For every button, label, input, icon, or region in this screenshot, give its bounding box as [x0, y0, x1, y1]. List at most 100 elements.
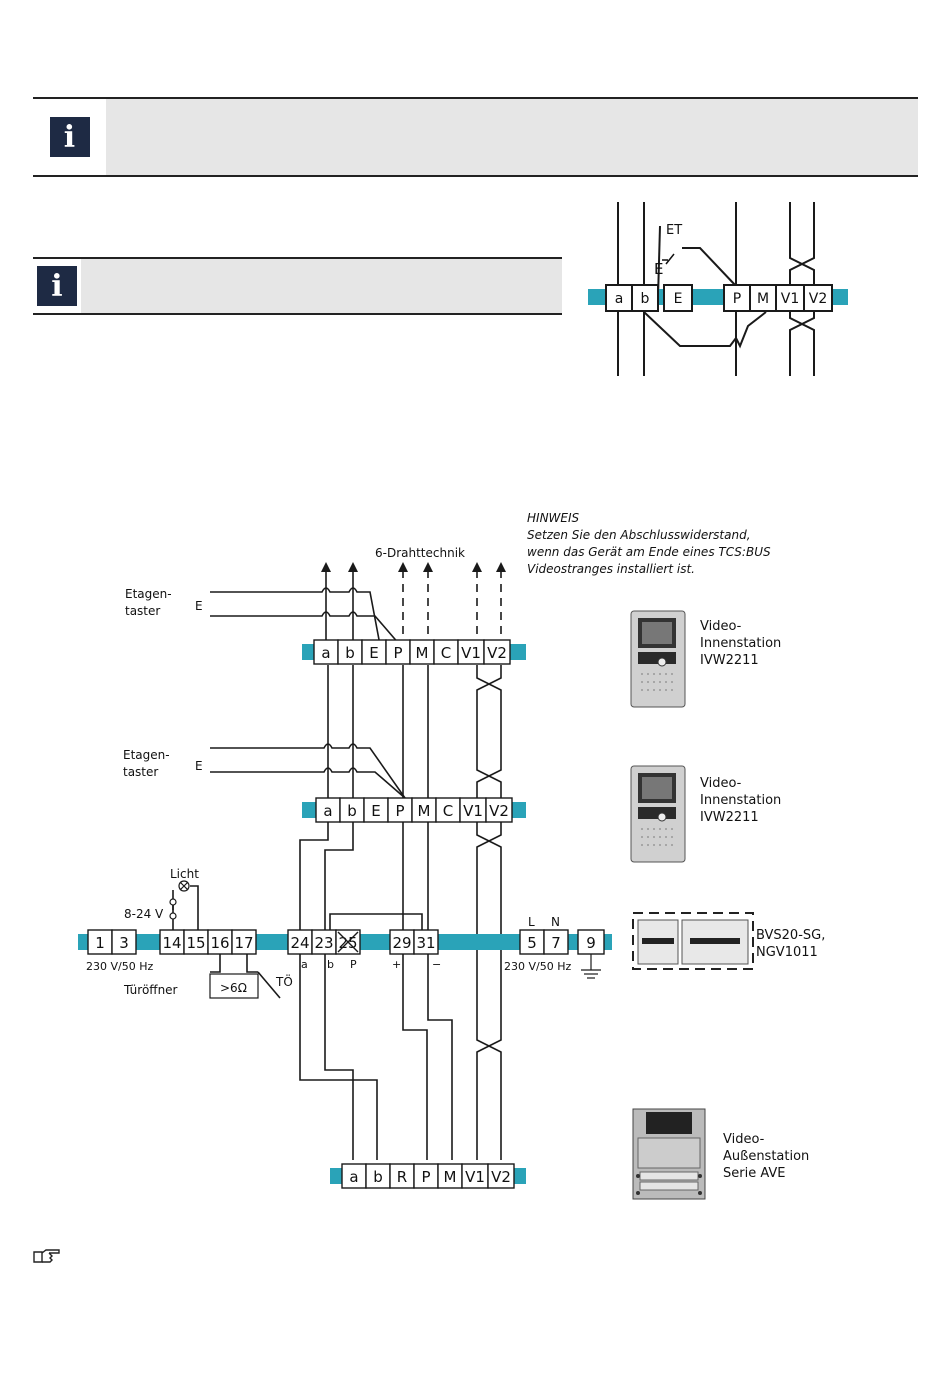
device-label: Video- — [700, 619, 742, 634]
device-label: Außenstation — [723, 1149, 809, 1164]
outdoor-station-image — [632, 1108, 706, 1200]
sub-label: b — [327, 958, 334, 971]
terminal-label: 29 — [392, 934, 411, 952]
terminal-label: E — [371, 802, 380, 820]
terminal-label: V2 — [487, 644, 507, 662]
terminal-label: 5 — [527, 934, 537, 952]
note-heading: HINWEIS — [527, 511, 580, 525]
device-label: Innenstation — [700, 793, 781, 808]
to-label: TÖ — [275, 973, 293, 989]
device-label: Video- — [723, 1132, 765, 1147]
floor-button-label: Etagen- — [125, 587, 172, 601]
terminal-label: P — [733, 291, 741, 307]
device-label: NGV1011 — [756, 945, 818, 960]
terminal-label: b — [373, 1168, 383, 1186]
terminal-label: R — [397, 1168, 407, 1186]
terminal-label: a — [349, 1168, 358, 1186]
info-icon: i — [49, 117, 90, 157]
power-supply-image — [632, 912, 754, 970]
note-line: Videostranges installiert ist. — [527, 562, 695, 576]
pointing-hand-icon — [33, 1249, 60, 1263]
note-line: Setzen Sie den Abschlusswiderstand, — [527, 528, 751, 542]
sub-label: − — [432, 958, 441, 971]
info-banner-top: i — [33, 97, 918, 177]
ground-icon — [581, 954, 601, 979]
info-icon: i — [37, 266, 77, 306]
terminal-label: V1 — [461, 644, 481, 662]
device-label: Serie AVE — [723, 1166, 786, 1181]
sub-label: a — [301, 958, 308, 971]
terminal-label: V2 — [809, 291, 827, 307]
device-label: BVS20-SG, — [756, 928, 825, 943]
terminal-label: 23 — [314, 934, 333, 952]
light-label: Licht — [170, 867, 199, 881]
device-label: IVW2211 — [700, 653, 759, 668]
terminal-label: M — [757, 291, 769, 307]
terminal-label: b — [347, 802, 357, 820]
mains-label-left: 230 V/50 Hz — [86, 960, 153, 973]
resistance-label: >6Ω — [220, 981, 247, 995]
terminal-label: P — [393, 644, 402, 662]
terminal-label: a — [615, 291, 624, 307]
floor-button-label: taster — [125, 604, 160, 618]
lamp-icon — [169, 880, 190, 920]
terminal-label: M — [416, 644, 429, 662]
device-labels: Video- Innenstation IVW2211 Video- Innen… — [700, 619, 825, 1181]
terminal-label: 17 — [234, 934, 253, 952]
terminal-label: E — [369, 644, 378, 662]
terminal-label: V2 — [491, 1168, 511, 1186]
terminal-label: E — [674, 291, 683, 307]
e-label: E — [654, 260, 663, 278]
wiring-type-label: 6-Drahttechnik — [375, 546, 465, 560]
terminal-label: b — [641, 291, 650, 307]
terminal-label: V1 — [465, 1168, 485, 1186]
terminal-label: 3 — [119, 934, 129, 952]
note-block: HINWEIS Setzen Sie den Abschlusswidersta… — [527, 511, 771, 576]
terminal-label: V1 — [463, 802, 483, 820]
terminal-label: M — [444, 1168, 457, 1186]
et-label: ET — [666, 223, 682, 238]
note-line: wenn das Gerät am Ende eines TCS:BUS — [527, 545, 771, 559]
indoor-station-1-image — [630, 610, 686, 708]
terminal-label: P — [395, 802, 404, 820]
floor-button-label: taster — [123, 765, 158, 779]
sub-label: + — [392, 958, 401, 971]
door-opener-label: Türöffner — [123, 983, 178, 997]
N-label: N — [551, 915, 560, 929]
terminal-label: C — [443, 802, 453, 820]
sub-label: P — [350, 958, 357, 971]
terminal-label: a — [321, 644, 330, 662]
terminal-crossed-out — [337, 931, 359, 953]
floor-button-label: Etagen- — [123, 748, 170, 762]
info-banner-top-icon-cell: i — [33, 99, 106, 175]
info-banner-middle-icon-cell: i — [33, 259, 81, 313]
device-label: Video- — [700, 776, 742, 791]
terminal-label: M — [418, 802, 431, 820]
terminal-label: b — [345, 644, 355, 662]
terminal-label: a — [323, 802, 332, 820]
floor-button-wiring-diagram: a b E P M V1 V2 ET E — [588, 202, 848, 376]
terminal-label: 9 — [586, 934, 596, 952]
info-banner-middle-body — [81, 259, 562, 313]
push-button-symbol — [662, 253, 675, 265]
terminal-label: 24 — [290, 934, 309, 952]
terminal-label: 31 — [416, 934, 435, 952]
L-label: L — [528, 915, 535, 929]
voltage-label: 8-24 V — [124, 907, 164, 921]
terminal-label: 15 — [186, 934, 205, 952]
terminal-label: V2 — [489, 802, 509, 820]
device-label: Innenstation — [700, 636, 781, 651]
terminal-label: 14 — [162, 934, 181, 952]
terminal-label: 1 — [95, 934, 105, 952]
indoor-station-2-image — [630, 765, 686, 863]
terminal-label: 16 — [210, 934, 229, 952]
terminal-label: V1 — [781, 291, 799, 307]
mains-label-right: 230 V/50 Hz — [504, 960, 571, 973]
e-label: E — [195, 599, 203, 613]
info-banner-top-body — [106, 99, 918, 175]
terminal-label: 7 — [551, 934, 561, 952]
door-opener-box — [209, 973, 259, 999]
e-label: E — [195, 759, 203, 773]
terminal-label: C — [441, 644, 451, 662]
terminal-label: P — [421, 1168, 430, 1186]
